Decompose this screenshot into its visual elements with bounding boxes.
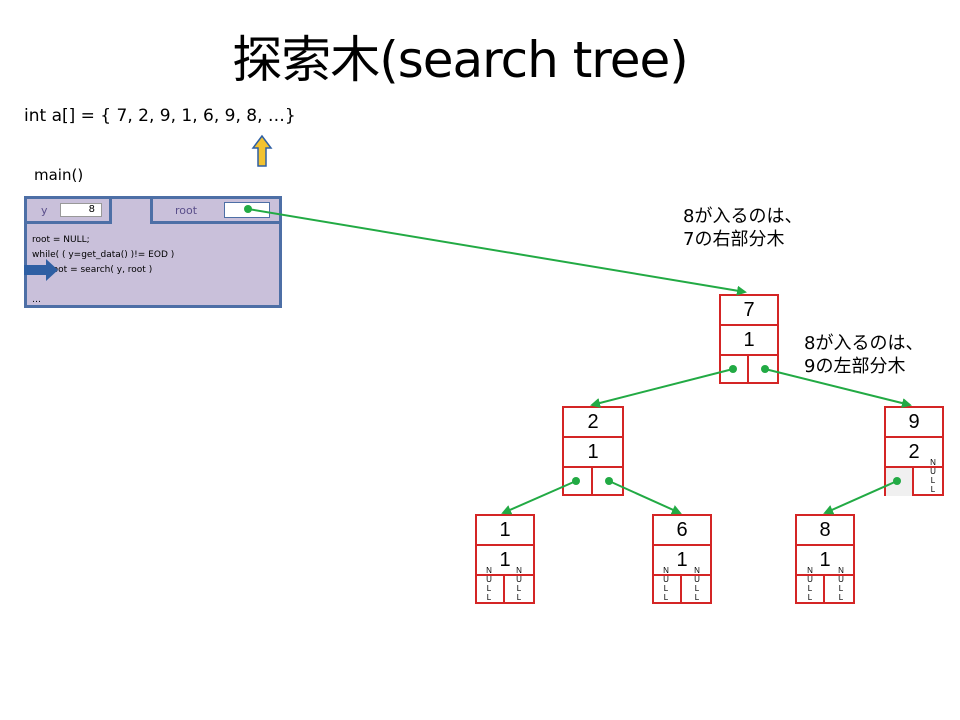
left-pointer-cell <box>797 576 825 604</box>
tree-node-8: 8 1 <box>795 514 855 604</box>
variable-y-cell: y <box>24 196 112 224</box>
variable-root-label: root <box>175 204 198 217</box>
node-value: 1 <box>477 516 533 546</box>
node7-left-pointer <box>590 368 734 408</box>
node7-right-dot <box>761 365 769 373</box>
variable-y-value: 8 <box>60 203 102 217</box>
code-line-2: while( ( y=get_data() )!= EOD ) <box>32 250 175 260</box>
node-count: 1 <box>797 546 853 576</box>
variable-y-label: y <box>41 204 48 217</box>
left-pointer-cell <box>721 356 749 384</box>
node9-left-dot <box>893 477 901 485</box>
code-line-3: root = search( y, root ) <box>32 265 153 275</box>
node-count: 1 <box>654 546 710 576</box>
null-label: N U L L <box>694 566 700 602</box>
node2-left-pointer <box>501 480 577 515</box>
node9-left-pointer <box>823 480 898 515</box>
note-1-line-1: 8が入るのは、 <box>683 206 803 227</box>
main-function-label: main() <box>34 166 84 184</box>
code-line-5: … <box>32 295 41 305</box>
node2-left-dot <box>572 477 580 485</box>
node2-right-dot <box>605 477 613 485</box>
left-pointer-cell <box>564 468 593 496</box>
tree-node-6: 6 1 <box>652 514 712 604</box>
null-label: N U L L <box>838 566 844 602</box>
left-pointer-cell <box>654 576 682 604</box>
null-label: N U L L <box>807 566 813 602</box>
node7-left-dot <box>729 365 737 373</box>
note-9-left-subtree: 8が入るのは、 9の左部分木 <box>804 332 923 378</box>
node-value: 9 <box>886 408 942 438</box>
code-line-1: root = NULL; <box>32 235 90 245</box>
null-label: N U L L <box>930 458 936 494</box>
tree-node-1: 1 1 <box>475 514 535 604</box>
node-count: 1 <box>477 546 533 576</box>
note-2-line-2: 9の左部分木 <box>804 356 906 377</box>
null-label: N U L L <box>486 566 492 602</box>
left-pointer-cell <box>477 576 505 604</box>
node-count: 1 <box>564 438 622 468</box>
node7-right-pointer <box>764 368 912 408</box>
note-2-line-1: 8が入るのは、 <box>804 333 924 354</box>
node-value: 6 <box>654 516 710 546</box>
null-label: N U L L <box>516 566 522 602</box>
root-pointer-line <box>247 208 747 296</box>
node2-right-pointer <box>608 480 682 515</box>
null-label: N U L L <box>663 566 669 602</box>
root-pointer-dot <box>244 205 252 213</box>
node-value: 7 <box>721 296 777 326</box>
array-declaration: int a[] = { 7, 2, 9, 1, 6, 9, 8, …} <box>24 106 296 126</box>
node-value: 8 <box>797 516 853 546</box>
note-1-line-2: 7の右部分木 <box>683 229 785 250</box>
page-title: 探索木(search tree) <box>232 31 689 89</box>
node-value: 2 <box>564 408 622 438</box>
note-7-right-subtree: 8が入るのは、 7の右部分木 <box>683 205 802 251</box>
node-count: 2 <box>886 438 942 468</box>
node-count: 1 <box>721 326 777 356</box>
